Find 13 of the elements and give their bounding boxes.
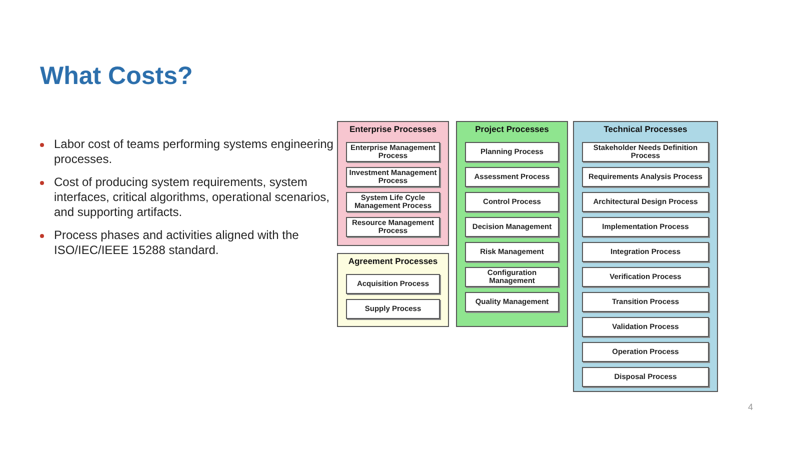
bullet-text: Process phases and activities aligned with the ISO/IEC/IEEE 15288 standard. <box>54 228 300 258</box>
process-group-panel <box>337 253 449 327</box>
group-heading: Agreement Processes <box>347 256 439 266</box>
process-group-panel <box>456 121 568 327</box>
group-heading: Technical Processes <box>602 124 688 134</box>
bullet-text: Cost of producing system requirements, system interfaces, critical algorithms, operational scenarios, and supporting artifacts. <box>54 175 330 220</box>
bullet-text: Labor cost of teams performing systems engineering processes. <box>54 137 334 167</box>
group-heading: Enterprise Processes <box>348 124 438 134</box>
process-group-panel <box>573 121 718 392</box>
page-number: 4 <box>748 402 754 412</box>
group-heading: Project Processes <box>474 124 550 134</box>
process-group-panel <box>337 121 449 246</box>
slide-title: What Costs? <box>40 62 193 91</box>
